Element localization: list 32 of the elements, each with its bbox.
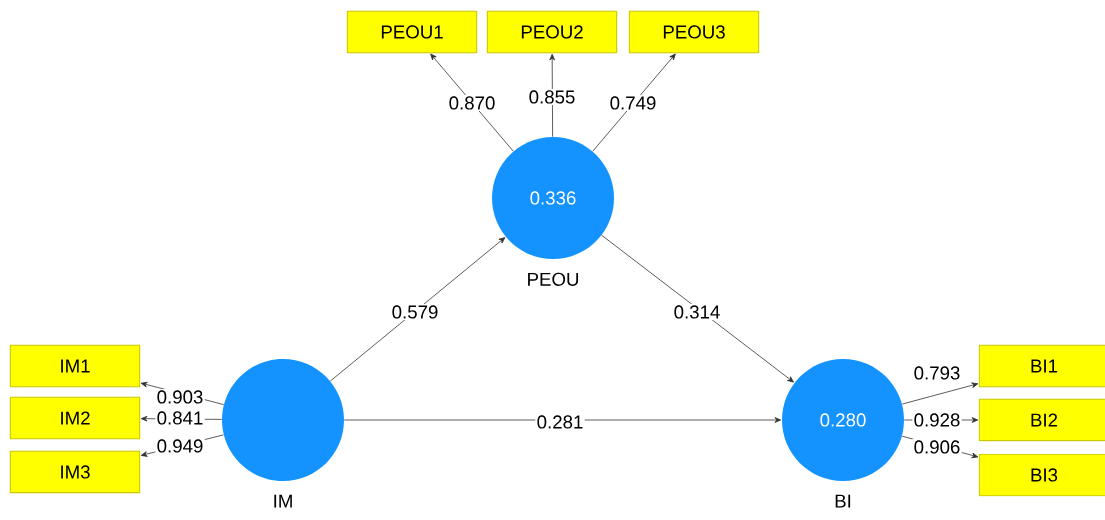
arrow: [549, 53, 555, 138]
edge-label: 0.841: [155, 410, 205, 426]
node-caption: PEOU: [528, 272, 579, 286]
edge-label: 0.314: [672, 304, 722, 320]
indicator-box: IM2: [9, 396, 141, 440]
indicator-box: BI2: [978, 398, 1105, 442]
node-caption: IM: [274, 494, 292, 508]
node-caption: BI: [835, 494, 851, 508]
edge-label: 0.949: [155, 438, 205, 454]
construct-circle: [222, 359, 344, 481]
arrow: [901, 382, 979, 405]
arrow: [343, 417, 782, 423]
edge-label: 0.855: [527, 89, 577, 105]
arrow: [601, 234, 794, 383]
indicator-box: IM1: [9, 344, 141, 388]
arrow: [329, 237, 506, 382]
edge-label: 0.903: [155, 389, 205, 405]
edge-label: 0.793: [912, 365, 962, 381]
indicator-box: BI1: [978, 344, 1105, 388]
edge-label: 0.281: [535, 414, 585, 430]
indicator-box: IM3: [9, 450, 141, 494]
edge-label: 0.870: [447, 95, 497, 111]
indicator-box: PEOU2: [486, 10, 618, 54]
indicator-box: PEOU1: [346, 10, 478, 54]
indicator-box: PEOU3: [628, 10, 760, 54]
edge-label: 0.579: [390, 304, 440, 320]
edge-label: 0.906: [912, 439, 962, 455]
edge-label: 0.928: [912, 412, 962, 428]
edge-label: 0.749: [608, 95, 658, 111]
indicator-box: BI3: [978, 453, 1105, 497]
arrow: [430, 53, 514, 152]
arrow: [592, 53, 676, 152]
